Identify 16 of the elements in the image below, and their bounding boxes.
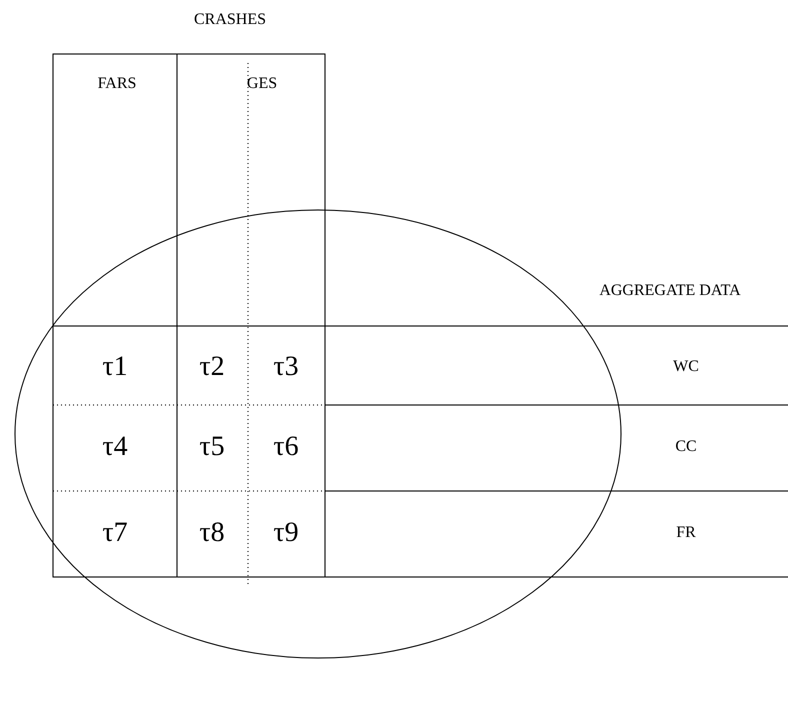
cell-value: τ4 <box>102 433 128 461</box>
cell-value: τ5 <box>199 433 225 461</box>
heading: CRASHES <box>194 12 266 28</box>
row-label: WC <box>673 359 699 375</box>
column-heading: GES <box>246 76 278 92</box>
cell-value: τ8 <box>199 519 225 547</box>
cell-value: τ7 <box>102 519 128 547</box>
row-label: FR <box>676 525 696 541</box>
cell-value: τ2 <box>199 353 225 381</box>
row-label: CC <box>675 439 697 455</box>
column-heading: FARS <box>98 76 136 92</box>
cell-value: τ1 <box>102 353 128 381</box>
cell-value: τ6 <box>273 433 299 461</box>
heading: AGGREGATE DATA <box>599 283 741 299</box>
cell-value: τ9 <box>273 519 299 547</box>
cell-value: τ3 <box>273 353 299 381</box>
